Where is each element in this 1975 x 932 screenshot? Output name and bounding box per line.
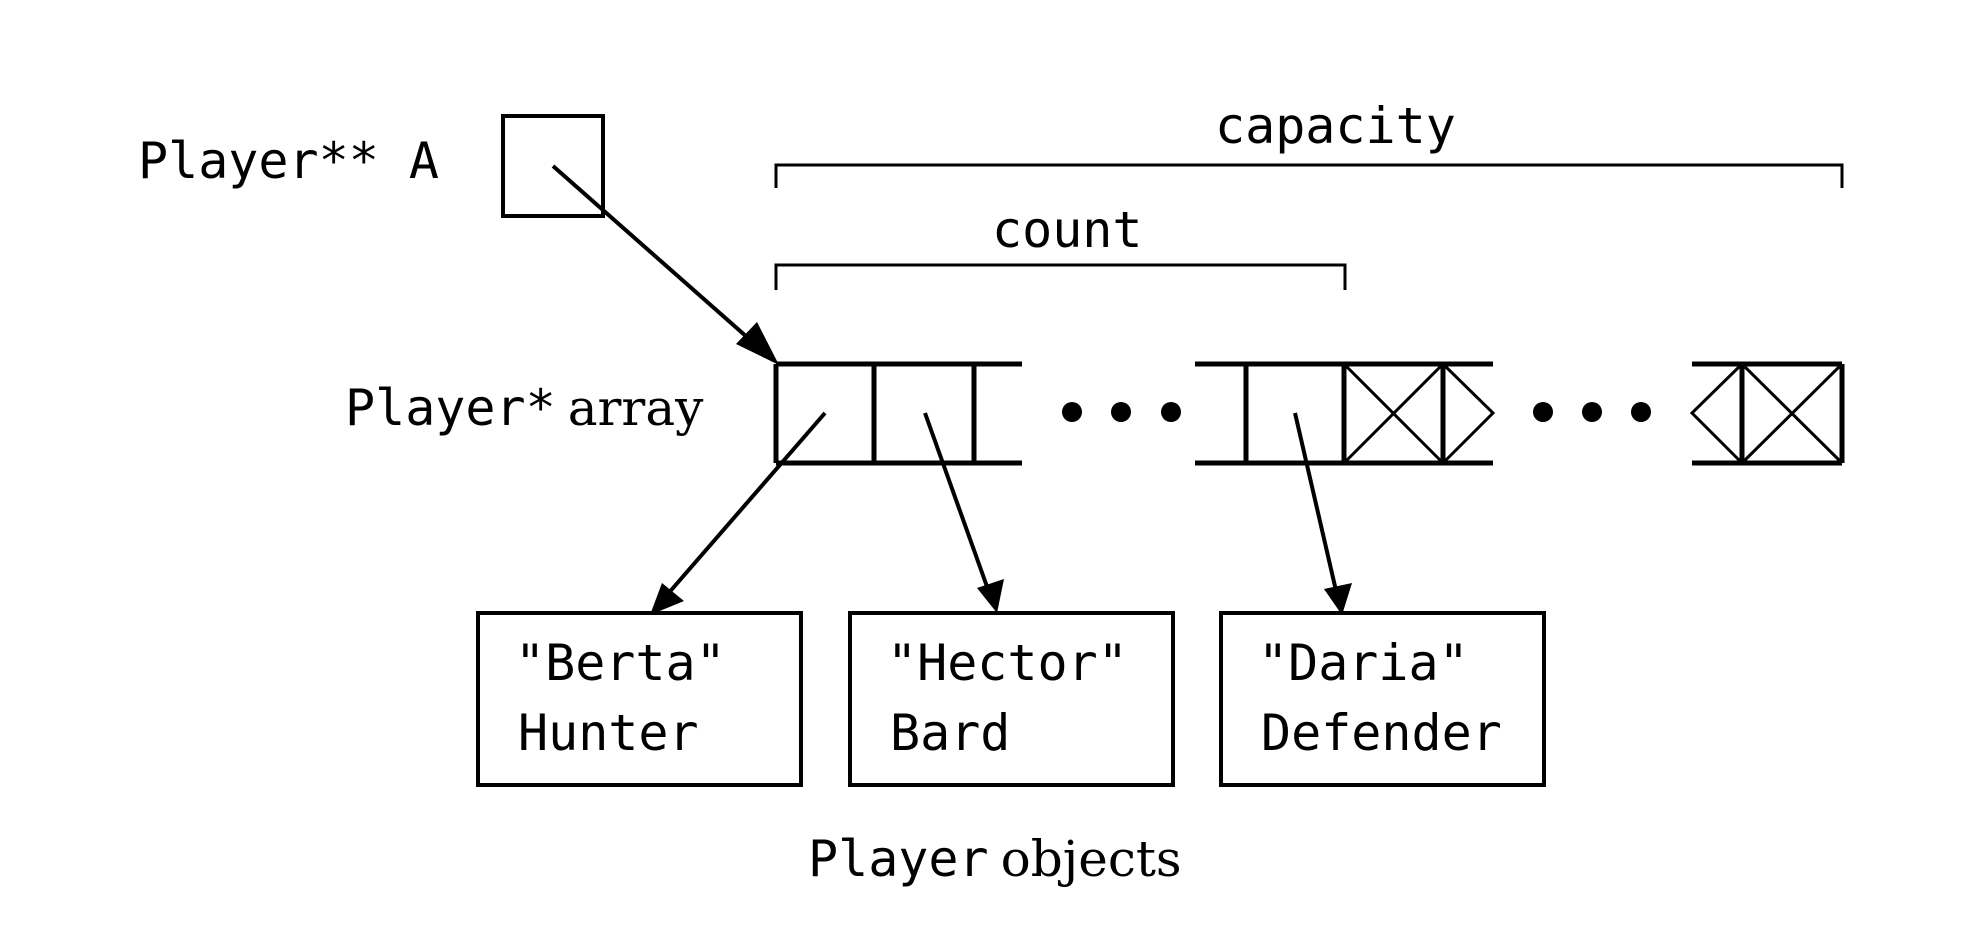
player-1-role: Hunter — [518, 704, 699, 762]
array-segment-start — [773, 361, 1022, 466]
unused-cell-partial-1 — [1441, 362, 1496, 465]
cell-last-pointer — [1293, 412, 1339, 596]
array-segment-end — [1692, 361, 1845, 466]
capacity-bracket — [774, 163, 1844, 188]
cell-0-arrow-head — [650, 583, 684, 615]
unused-cell-cross-1 — [1342, 362, 1445, 465]
player-2-role: Bard — [890, 704, 1010, 762]
objects-caption: Player objects — [808, 830, 1182, 888]
capacity-label: capacity — [1215, 97, 1456, 155]
unused-cell-cross-2 — [1740, 362, 1844, 465]
count-label: count — [992, 201, 1143, 259]
cell-last-arrow-head — [1324, 583, 1352, 615]
player-object-1: "Berta" Hunter — [476, 611, 803, 787]
player-object-3: "Daria" Defender — [1219, 611, 1546, 787]
player-object-2: "Hector" Bard — [848, 611, 1175, 787]
pointer-arrow-head — [736, 322, 779, 365]
ellipsis-dots-2 — [1533, 402, 1651, 422]
player-1-name: "Berta" — [515, 634, 726, 692]
player-3-name: "Daria" — [1258, 634, 1469, 692]
unused-cell-partial-2 — [1689, 362, 1744, 465]
pointer-box — [501, 114, 605, 218]
player-2-name: "Hector" — [887, 634, 1128, 692]
cell-1-arrow-head — [977, 579, 1004, 613]
player-3-role: Defender — [1261, 704, 1502, 762]
pointer-arrow-to-array — [551, 164, 775, 362]
cell-0-pointer — [658, 411, 827, 605]
count-bracket — [774, 263, 1347, 290]
array-segment-middle — [1195, 361, 1493, 466]
array-label: Player* array — [345, 379, 704, 437]
pointer-variable-label: Player** A — [138, 132, 439, 190]
ellipsis-dots-1 — [1062, 402, 1181, 422]
cell-1-pointer — [923, 412, 992, 596]
